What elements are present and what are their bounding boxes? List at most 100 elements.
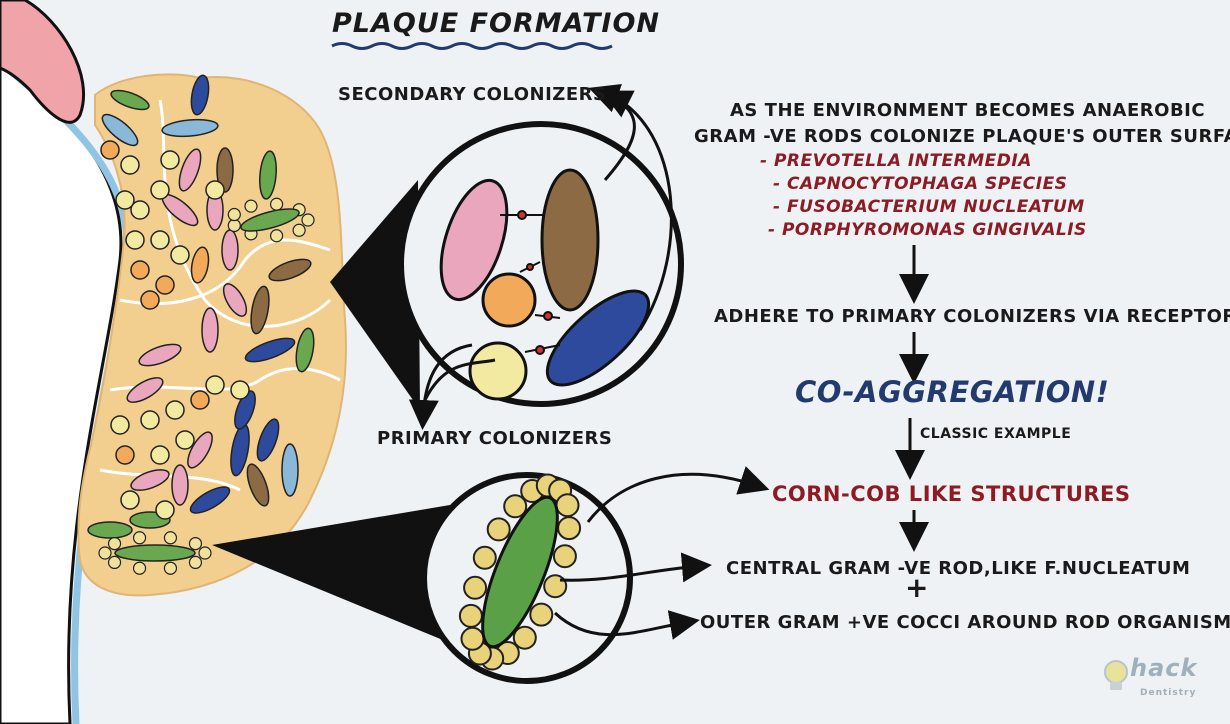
mini-corncob-coccus: [269, 197, 284, 211]
plaque-rod: [281, 443, 299, 497]
corncob-cocci: [458, 473, 582, 671]
pink-rod: [439, 178, 509, 302]
plaque-coccus: [175, 430, 195, 450]
corncob-central-rod: [481, 495, 559, 649]
plaque-rod: [234, 390, 256, 430]
coaggregation-bacteria: [439, 168, 651, 401]
plaque-coccus: [115, 190, 135, 210]
intro-line-2: GRAM -VE RODS COLONIZE PLAQUE'S OUTER SU…: [694, 126, 1230, 147]
logo-subtitle: Dentistry: [1140, 688, 1197, 698]
mini-corncob-coccus: [98, 546, 112, 560]
mini-corncob-coccus: [107, 555, 122, 570]
mini-corncob-coccus: [163, 561, 178, 575]
flow-arrows: [408, 83, 929, 640]
plaque-rod: [126, 377, 164, 403]
mini-corncob-coccus: [292, 223, 306, 237]
plaque-coccus: [110, 415, 130, 435]
plaque-coccus: [120, 155, 140, 175]
plaque-rod: [259, 150, 277, 200]
mini-corncob-coccus: [269, 229, 284, 243]
species-1: - PREVOTELLA INTERMEDIA: [760, 151, 1032, 171]
plaque-coccus: [230, 380, 250, 400]
corncob-coccus: [529, 602, 554, 627]
plaque-coccus: [130, 200, 150, 220]
primary-colonizers-label: PRIMARY COLONIZERS: [377, 428, 613, 449]
corncob-coccus: [472, 545, 497, 570]
plus-sign: +: [905, 571, 929, 604]
plaque-coccus: [155, 500, 175, 520]
mini-corncob-coccus: [227, 218, 241, 233]
classic-example-text: CLASSIC EXAMPLE: [920, 426, 1072, 442]
adhere-text: ADHERE TO PRIMARY COLONIZERS VIA RECEPTO…: [714, 306, 1230, 327]
brown-rod: [540, 168, 600, 312]
arrow-to-primary-2: [423, 358, 496, 401]
plaque-rod: [130, 469, 170, 491]
mini-corncob-coccus: [188, 555, 203, 570]
plaque-rod: [246, 463, 270, 507]
plaque-rod: [222, 283, 248, 317]
mini-corncob-coccus: [163, 531, 178, 545]
plaque-coccus: [170, 245, 190, 265]
plaque-rod: [171, 464, 189, 506]
plaque-coccus: [100, 140, 120, 160]
plaque-coccus: [165, 400, 185, 420]
mini-corncob-coccus: [301, 213, 315, 227]
corncob-coccus: [460, 626, 485, 651]
species-3: - FUSOBACTERIUM NUCLEATUM: [773, 197, 1085, 217]
plaque-coccus: [140, 290, 160, 310]
corncob-heading: CORN-COB LIKE STRUCTURES: [772, 482, 1131, 506]
logo-bulb-icon: [1104, 660, 1128, 690]
plaque-rod: [295, 327, 315, 373]
plaque-rod: [221, 229, 239, 271]
mini-corncob-coccus: [107, 536, 122, 551]
mini-corncob-rod: [114, 544, 196, 562]
gum-tissue: [0, 0, 86, 124]
plaque-coccus: [120, 490, 140, 510]
plaque-rod: [189, 486, 231, 514]
outer-cocci-text: OUTER GRAM +VE COCCI AROUND ROD ORGANISM: [700, 612, 1230, 633]
mini-corncob-coccus: [188, 536, 203, 551]
plaque-coccus: [150, 445, 170, 465]
plaque-rod: [190, 74, 210, 116]
plaque-coccus: [205, 180, 225, 200]
plaque-coccus: [205, 375, 225, 395]
plaque-rod: [138, 343, 182, 367]
lower-callout-cone: [212, 505, 455, 645]
upper-callout-cone: [330, 180, 420, 410]
corncob-coccus: [503, 494, 528, 519]
mini-corncob-coccus: [227, 207, 241, 222]
plaque-cells: [87, 74, 315, 575]
plaque-coccus: [150, 180, 170, 200]
species-4: - PORPHYROMONAS GINGIVALIS: [768, 220, 1087, 240]
plaque-rod: [190, 246, 210, 284]
arrow-to-secondary-2: [601, 90, 673, 331]
central-rod-text: CENTRAL GRAM -VE ROD,LIKE F.NUCLEATUM: [726, 558, 1191, 579]
logo-wordmark: hack: [1130, 654, 1198, 682]
plaque-rod: [110, 89, 150, 111]
secondary-colonizers-label: SECONDARY COLONIZERS: [338, 84, 607, 105]
plaque-rod: [268, 258, 312, 282]
plaque-rod: [216, 147, 234, 193]
plaque-coccus: [115, 445, 135, 465]
title-underline: [331, 42, 613, 50]
plaque-rod: [178, 148, 202, 192]
plaque-rod: [250, 285, 270, 335]
plaque-coccus: [125, 230, 145, 250]
species-2: - CAPNOCYTOPHAGA SPECIES: [773, 174, 1068, 194]
plaque-rod: [101, 113, 139, 147]
corncob-coccus: [463, 575, 488, 600]
plaque-coccus: [190, 390, 210, 410]
mini-corncob-coccus: [198, 546, 212, 560]
mini-corncob-coccus: [132, 561, 147, 575]
corncob-coccus: [512, 625, 537, 650]
mini-corncob-coccus: [132, 531, 147, 545]
arrow-to-primary: [408, 343, 473, 430]
diagram-title: PLAQUE FORMATION: [332, 8, 660, 39]
corncob-coccus: [486, 517, 511, 542]
plaque-coccus: [150, 230, 170, 250]
corncob-coccus: [458, 603, 483, 628]
plaque-rod: [256, 418, 280, 462]
orange-coccus: [481, 272, 537, 328]
plaque-rod: [201, 307, 219, 353]
